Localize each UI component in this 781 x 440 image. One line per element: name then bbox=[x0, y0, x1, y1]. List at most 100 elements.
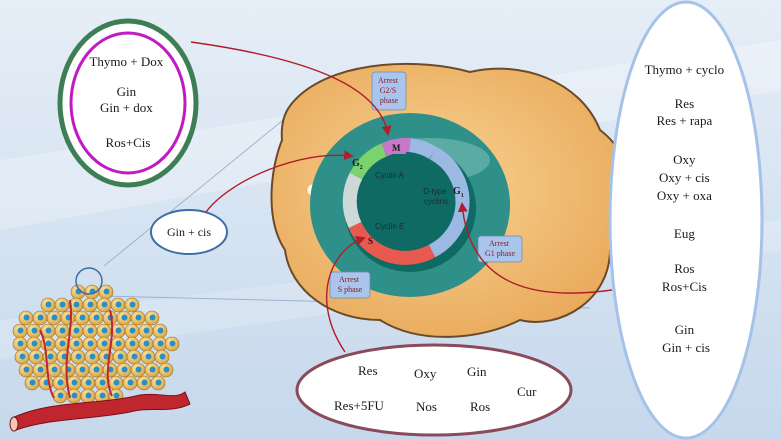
tumor-cell-nucleus bbox=[117, 353, 124, 360]
tumor-cell-nucleus bbox=[129, 340, 136, 347]
phase-m-label: M bbox=[392, 143, 401, 153]
tumor-cell-nucleus bbox=[103, 288, 110, 295]
tumor-cell-nucleus bbox=[127, 379, 134, 386]
top-left-inner-oval bbox=[69, 31, 187, 175]
tumor-cell-nucleus bbox=[59, 340, 66, 347]
tumor-cell-nucleus bbox=[71, 392, 78, 399]
tumor-cell-nucleus bbox=[51, 314, 58, 321]
tumor-cell-nucleus bbox=[113, 392, 120, 399]
tumor-cell-nucleus bbox=[135, 314, 142, 321]
small-group-text: Gin + cis bbox=[167, 225, 211, 239]
tumor-cell-nucleus bbox=[75, 353, 82, 360]
tumor-cell-nucleus bbox=[149, 314, 156, 321]
cyclin-e-label: Cyclin E bbox=[375, 222, 404, 231]
tumor-cell-nucleus bbox=[93, 314, 100, 321]
tumor-cell-nucleus bbox=[169, 340, 176, 347]
tumor-cell-nucleus bbox=[73, 301, 80, 308]
tumor-cell-nucleus bbox=[163, 366, 170, 373]
right-oval bbox=[608, 0, 764, 440]
arrow-right-to-g1 bbox=[457, 202, 613, 294]
arrow-bottom-to-s bbox=[325, 235, 366, 353]
tumor-cell-nucleus bbox=[121, 314, 128, 321]
tumor-cell-nucleus bbox=[45, 327, 52, 334]
svg-text:Arrest S phase: Arrest S phase bbox=[338, 275, 363, 294]
tumor-cell-nucleus bbox=[89, 353, 96, 360]
tumor-cell-nucleus bbox=[33, 353, 40, 360]
tumor-cell-nucleus bbox=[143, 327, 150, 334]
blood-vessel bbox=[9, 391, 191, 432]
tumor-cell-nucleus bbox=[157, 327, 164, 334]
tumor-cell-nucleus bbox=[47, 353, 54, 360]
tumor-cell-nucleus bbox=[121, 366, 128, 373]
capillary bbox=[39, 299, 114, 399]
tumor-cell-nucleus bbox=[93, 366, 100, 373]
tumor-cell-nucleus bbox=[145, 353, 152, 360]
bottom-group-text: Res Oxy Gin Cur Res+5FU Nos Ros bbox=[334, 363, 540, 414]
tumor-cell-nucleus bbox=[59, 301, 66, 308]
tumor-cell-nucleus bbox=[101, 340, 108, 347]
tumor-cell-nucleus bbox=[115, 340, 122, 347]
tumor-cell-nucleus bbox=[79, 366, 86, 373]
tumor-cell-nucleus bbox=[71, 379, 78, 386]
phase-m-box bbox=[389, 140, 406, 154]
phase-g2-arc bbox=[349, 143, 387, 180]
tumor-cell-nucleus bbox=[31, 340, 38, 347]
svg-text:Arrest G1 phase: Arrest G1 phase bbox=[485, 239, 515, 258]
tumor-cell-nucleus bbox=[57, 379, 64, 386]
arrest-g2s-box: Arrest G2/S phase bbox=[371, 71, 407, 111]
tumor-cell-nucleus bbox=[135, 366, 142, 373]
tumor-cell-nucleus bbox=[19, 353, 26, 360]
phase-s-arc bbox=[348, 221, 436, 265]
tumor-cell-nucleus bbox=[57, 392, 64, 399]
small-oval bbox=[150, 209, 228, 255]
tumor-cell-nucleus bbox=[155, 379, 162, 386]
svg-text:Arrest G2/S phase: Arrest G2/S phase bbox=[378, 76, 400, 105]
tumor-cell-nucleus bbox=[113, 379, 120, 386]
tumor-cell-nucleus bbox=[157, 340, 164, 347]
tumor-cell-nucleus bbox=[37, 366, 44, 373]
top-left-group-text: Thymo + Dox Gin Gin + dox Ros+Cis bbox=[89, 54, 166, 150]
tumor-cell-nucleus bbox=[115, 327, 122, 334]
tumor-cell-nucleus bbox=[31, 327, 38, 334]
arrow-top-left-to-g2s bbox=[190, 41, 392, 136]
tumor-cell-nucleus bbox=[149, 366, 156, 373]
tumor-cell-nucleus bbox=[45, 301, 52, 308]
tumor-cell-nucleus bbox=[129, 301, 136, 308]
tumor-cell-nucleus bbox=[79, 314, 86, 321]
tumor-cell-nucleus bbox=[51, 366, 58, 373]
arrest-s-box: Arrest S phase bbox=[329, 271, 371, 299]
tumor-cell-nucleus bbox=[99, 392, 106, 399]
tumor-cell-nucleus bbox=[17, 327, 24, 334]
tumor-cell-nucleus bbox=[29, 379, 36, 386]
bottom-oval bbox=[295, 343, 573, 437]
right-group-text: Thymo + cyclo Res Res + rapa Oxy Oxy + c… bbox=[645, 62, 728, 355]
tumor-cell-nucleus bbox=[159, 353, 166, 360]
phase-gap-arc bbox=[342, 172, 363, 228]
tumor-cell-nucleus bbox=[23, 366, 30, 373]
tumor-tissue-illustration bbox=[12, 284, 180, 404]
tumor-cell-nucleus bbox=[87, 340, 94, 347]
tumor-cell-nucleus bbox=[101, 327, 108, 334]
d-type-cyclins-label: D-type cyclins bbox=[423, 187, 449, 206]
cyclin-a-label: Cyclin A bbox=[375, 171, 405, 180]
phase-g1-label: G1 bbox=[453, 186, 464, 199]
tumor-cell-nucleus bbox=[103, 353, 110, 360]
tumor-cell-nucleus bbox=[37, 314, 44, 321]
tumor-cell-nucleus bbox=[87, 301, 94, 308]
tumor-cell-nucleus bbox=[87, 327, 94, 334]
tumor-cell-nucleus bbox=[85, 392, 92, 399]
tumor-cell-nucleus bbox=[17, 340, 24, 347]
tumor-cell-nucleus bbox=[99, 379, 106, 386]
tumor-cell-nucleus bbox=[45, 340, 52, 347]
tumor-cell-nucleus bbox=[141, 379, 148, 386]
tumor-cell-nucleus bbox=[59, 327, 66, 334]
phase-s-label: S bbox=[368, 236, 373, 246]
tumor-cell-nucleus bbox=[85, 379, 92, 386]
tumor-cell-nucleus bbox=[131, 353, 138, 360]
zoom-circle bbox=[75, 267, 103, 295]
tumor-cell-nucleus bbox=[143, 340, 150, 347]
arrest-g1-box: Arrest G1 phase bbox=[477, 235, 523, 263]
tumor-cell-nucleus bbox=[73, 340, 80, 347]
tumor-cell-nucleus bbox=[101, 301, 108, 308]
